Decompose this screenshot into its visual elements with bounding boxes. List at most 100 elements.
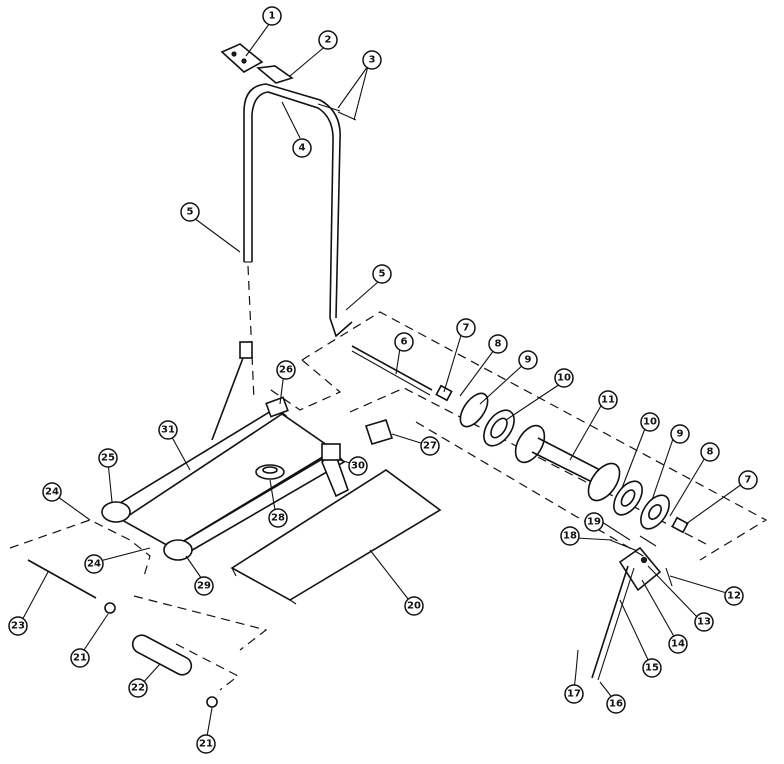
callout-4: 4 (292, 138, 312, 158)
console-plate (220, 43, 264, 73)
svg-text:9: 9 (677, 429, 684, 440)
svg-text:7: 7 (463, 323, 470, 334)
svg-text:17: 17 (567, 689, 581, 700)
svg-text:12: 12 (727, 591, 741, 602)
end-cap-left (101, 501, 131, 523)
callout-8b: 8 (700, 442, 720, 462)
svg-text:19: 19 (587, 517, 601, 528)
callout-11: 11 (598, 390, 618, 410)
callout-24a: 24 (42, 482, 62, 502)
callout-22: 22 (128, 678, 148, 698)
callout-5a: 5 (180, 202, 200, 222)
end-cap-right (163, 539, 193, 561)
svg-text:31: 31 (161, 425, 175, 436)
handlebar-assembly (220, 43, 357, 401)
svg-text:14: 14 (671, 639, 685, 650)
svg-text:5: 5 (379, 269, 386, 280)
callout-5b: 5 (372, 264, 392, 284)
callout-21a: 21 (70, 648, 90, 668)
handlebar-tube-inner (251, 91, 334, 319)
svg-text:10: 10 (557, 373, 571, 384)
svg-text:5: 5 (187, 207, 194, 218)
callout-15: 15 (642, 658, 662, 678)
svg-text:21: 21 (199, 739, 213, 750)
svg-text:3: 3 (369, 55, 376, 66)
handlebar-tube-outer (243, 83, 341, 319)
callout-14: 14 (668, 634, 688, 654)
incline-arm (415, 421, 673, 681)
callout-7a: 7 (456, 318, 476, 338)
svg-text:24: 24 (87, 559, 101, 570)
svg-text:2: 2 (325, 35, 332, 46)
callout-17: 17 (564, 684, 584, 704)
walking-belt (230, 469, 442, 605)
callout-13: 13 (694, 612, 714, 632)
axle-hub (514, 424, 546, 464)
callout-21b: 21 (196, 734, 216, 754)
svg-text:20: 20 (407, 601, 421, 612)
svg-text:25: 25 (101, 453, 115, 464)
svg-text:10: 10 (643, 417, 657, 428)
rod (351, 345, 433, 391)
callout-24b: 24 (84, 554, 104, 574)
callout-26: 26 (276, 360, 296, 380)
svg-text:15: 15 (645, 663, 659, 674)
svg-text:27: 27 (423, 441, 437, 452)
callout-10a: 10 (554, 368, 574, 388)
spacer-block (364, 419, 394, 445)
svg-text:26: 26 (279, 365, 293, 376)
svg-text:6: 6 (401, 337, 408, 348)
svg-text:4: 4 (299, 143, 306, 154)
callout-29: 29 (194, 576, 214, 596)
callout-27: 27 (420, 436, 440, 456)
callout-25: 25 (98, 448, 118, 468)
svg-text:16: 16 (609, 699, 623, 710)
callout-6: 6 (394, 332, 414, 352)
svg-text:7: 7 (745, 475, 752, 486)
callout-10b: 10 (640, 412, 660, 432)
callouts: 1 2 3 4 5 5 6 7 8 9 10 11 10 9 8 7 19 18… (8, 6, 758, 754)
front-roller (9, 519, 268, 708)
callout-9a: 9 (518, 350, 538, 370)
callout-18: 18 (560, 526, 580, 546)
belt-panel (230, 469, 442, 601)
svg-text:9: 9 (525, 355, 532, 366)
callout-20: 20 (404, 596, 424, 616)
callout-16: 16 (606, 694, 626, 714)
callout-19: 19 (584, 512, 604, 532)
callout-23: 23 (8, 616, 28, 636)
callout-1: 1 (262, 6, 282, 26)
svg-text:23: 23 (11, 621, 25, 632)
svg-text:28: 28 (271, 513, 285, 524)
roller (131, 634, 193, 676)
handlebar-bracket (256, 65, 294, 84)
callout-7b: 7 (738, 470, 758, 490)
svg-text:8: 8 (707, 447, 714, 458)
callout-28: 28 (268, 508, 288, 528)
support-rod (591, 565, 629, 679)
base-frame (101, 341, 394, 561)
svg-text:21: 21 (73, 653, 87, 664)
svg-text:24: 24 (45, 487, 59, 498)
axle-shaft (537, 437, 601, 471)
callout-8a: 8 (488, 334, 508, 354)
svg-text:30: 30 (351, 461, 365, 472)
roller-rod (27, 559, 97, 599)
callout-12: 12 (724, 586, 744, 606)
screw (317, 103, 341, 112)
svg-text:29: 29 (197, 581, 211, 592)
svg-text:1: 1 (269, 11, 276, 22)
svg-text:13: 13 (697, 617, 711, 628)
callout-31: 31 (158, 420, 178, 440)
callout-3: 3 (362, 50, 382, 70)
screw (337, 111, 357, 121)
svg-text:18: 18 (563, 531, 577, 542)
drive-disc (459, 392, 489, 428)
svg-text:11: 11 (601, 395, 615, 406)
callout-2: 2 (318, 30, 338, 50)
svg-text:8: 8 (495, 339, 502, 350)
callout-30: 30 (348, 456, 368, 476)
leader-lines (19, 19, 743, 743)
svg-text:22: 22 (131, 683, 145, 694)
